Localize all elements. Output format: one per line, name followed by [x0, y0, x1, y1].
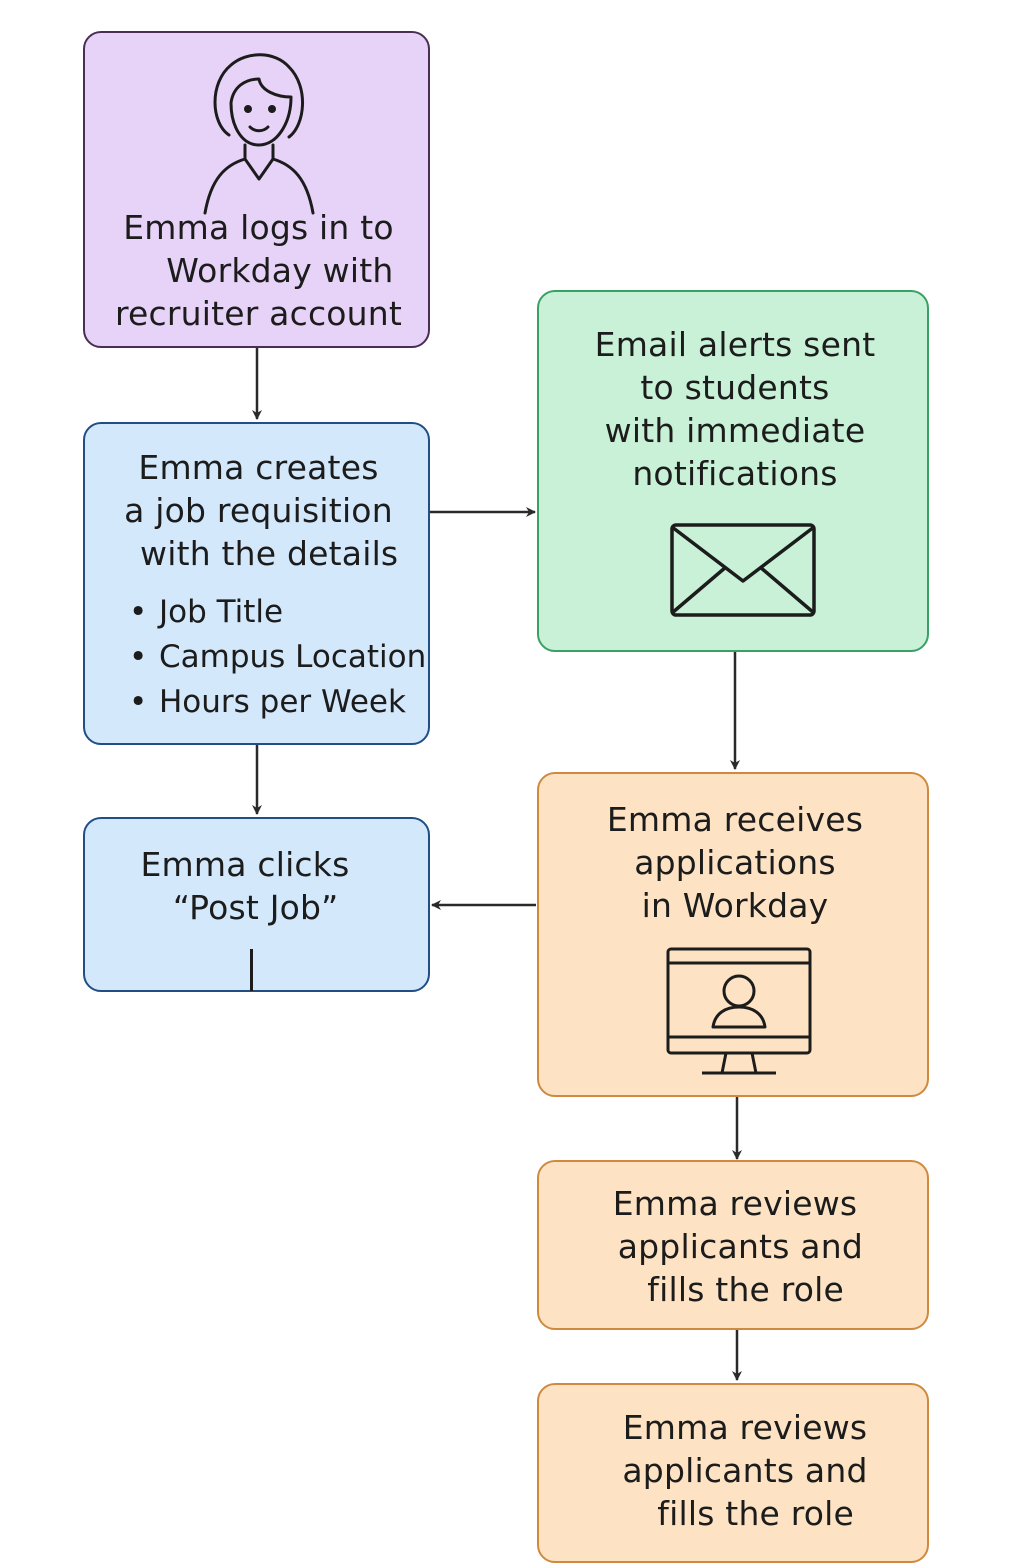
- step-receive-box: Emma receives applications in Workday: [537, 772, 929, 1097]
- monitor-user-icon: [666, 947, 812, 1075]
- step-review-repeat-text: Emma reviews applicants and fills the ro…: [622, 1408, 868, 1533]
- step-review-repeat-box: Emma reviews applicants and fills the ro…: [537, 1383, 929, 1563]
- step-login-box: Emma logs in to Workday with recruiter a…: [83, 31, 430, 348]
- woman-avatar-icon: [203, 53, 315, 215]
- step-create-text: Emma creates a job requisition with the …: [124, 448, 399, 573]
- cursor-bar: [250, 949, 253, 991]
- step-email-text: Email alerts sent to students with immed…: [594, 325, 876, 493]
- step-receive-text: Emma receives applications in Workday: [606, 800, 864, 925]
- step-login-text: Emma logs in to Workday with recruiter a…: [114, 208, 403, 333]
- envelope-icon: [670, 523, 816, 617]
- detail-item: Hours per Week: [129, 680, 426, 725]
- step-email-box: Email alerts sent to students with immed…: [537, 290, 929, 652]
- step-review-text: Emma reviews applicants and fills the ro…: [612, 1184, 863, 1309]
- detail-item: Job Title: [129, 590, 426, 635]
- step-create-box: Emma creates a job requisition with the …: [83, 422, 430, 745]
- step-post-text: Emma clicks “Post Job”: [140, 845, 350, 927]
- step-review-box: Emma reviews applicants and fills the ro…: [537, 1160, 929, 1330]
- requisition-details-list: Job Title Campus Location Hours per Week: [129, 590, 426, 725]
- step-post-box: Emma clicks “Post Job”: [83, 817, 430, 992]
- detail-item: Campus Location: [129, 635, 426, 680]
